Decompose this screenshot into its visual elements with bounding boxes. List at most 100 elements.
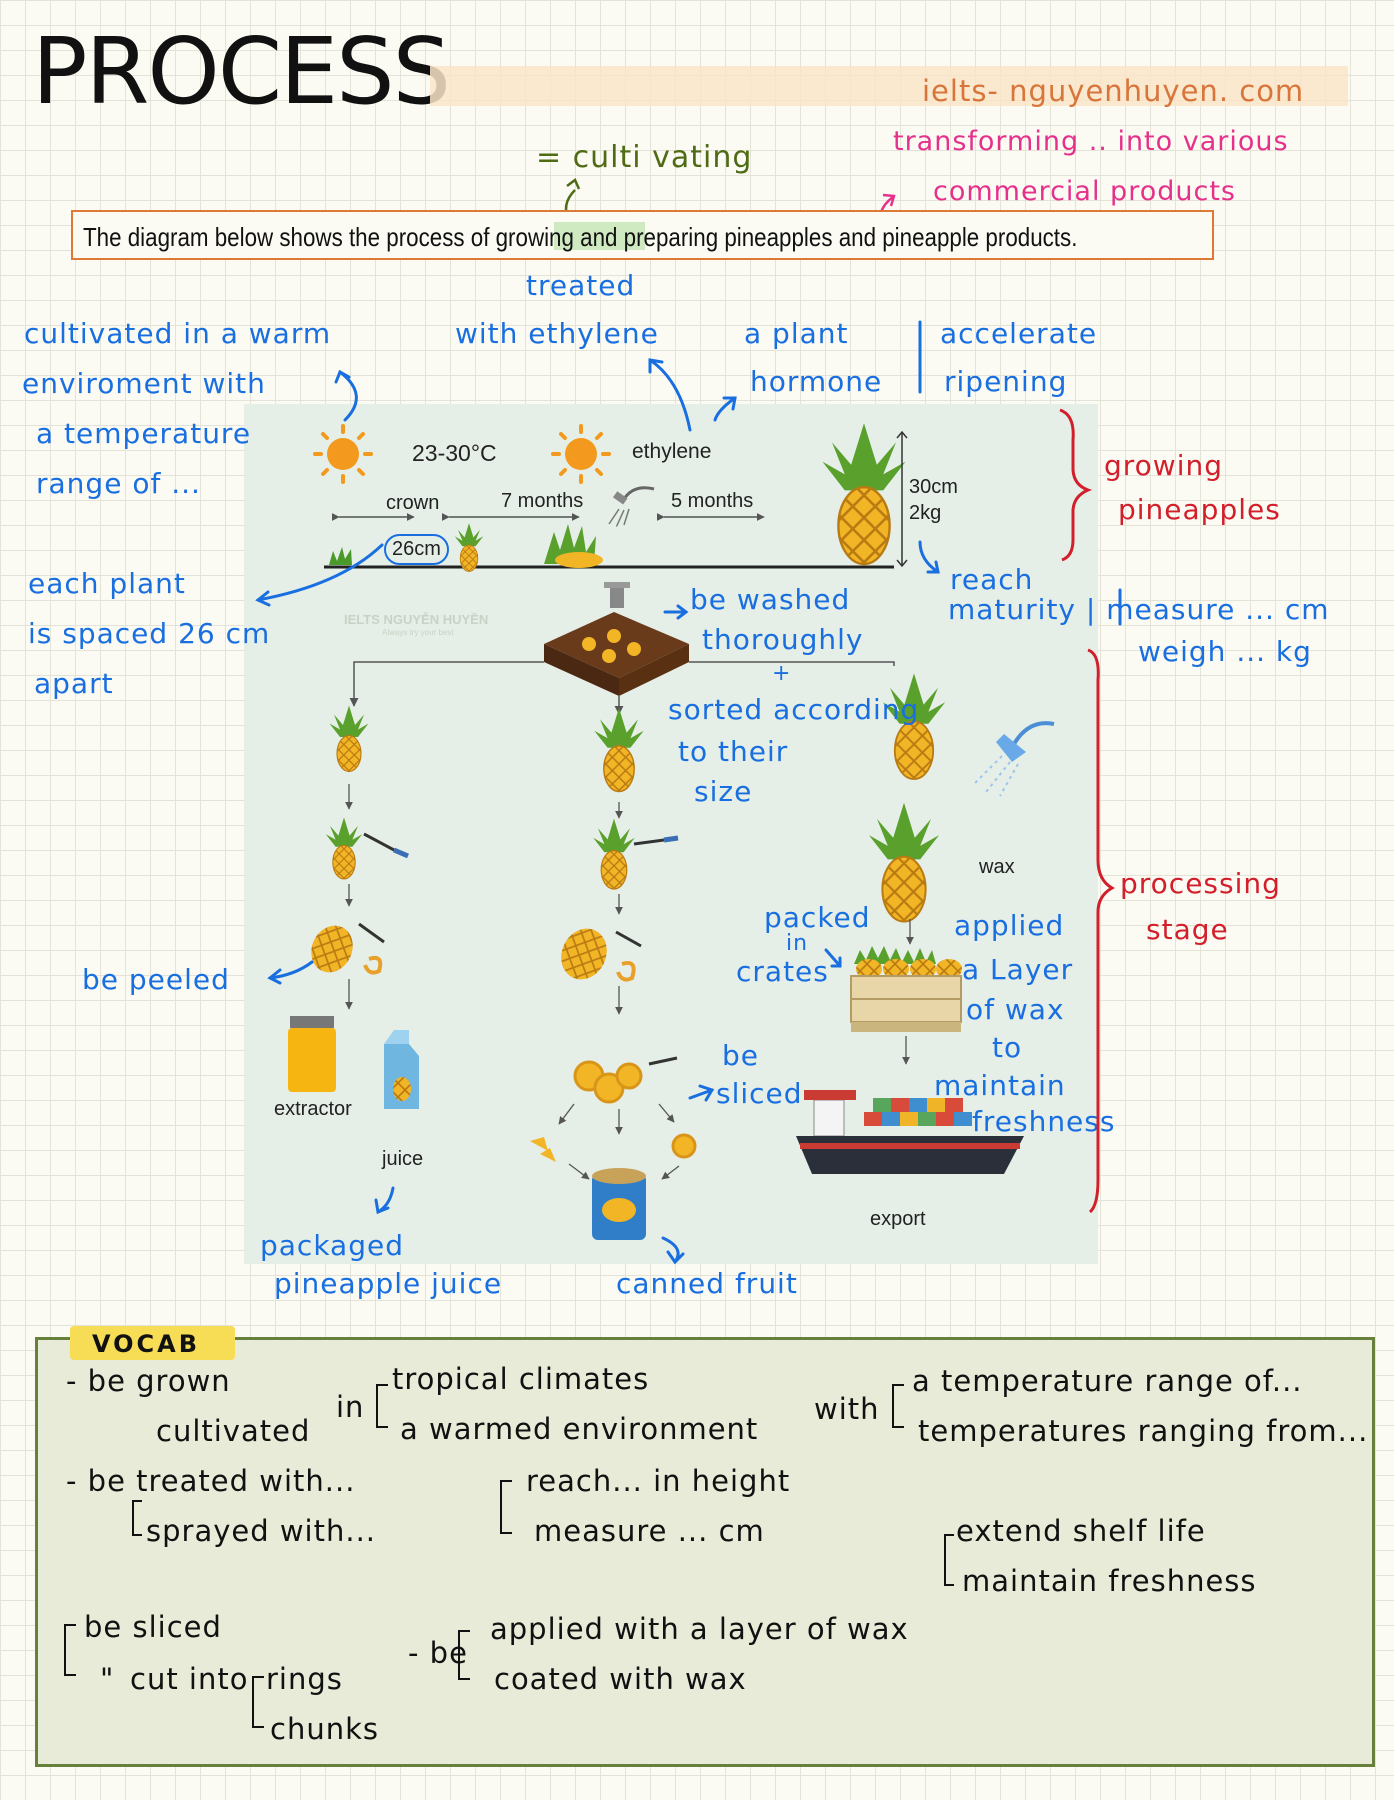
cultivating-note: = culti vating [536, 140, 753, 175]
process-diagram: IELTS NGUYỄN HUYỀN Always try your best … [244, 404, 1098, 1264]
note-juice-1: packaged [260, 1229, 404, 1262]
note-hormone-1: a plant [744, 317, 849, 350]
vocab-cut-into: cut into [130, 1662, 249, 1696]
ethylene-label: ethylene [632, 440, 712, 463]
vocab-bracket-1 [376, 1384, 388, 1428]
note-wax-3: of wax [966, 993, 1065, 1026]
vocab-bracket-6 [64, 1624, 76, 1676]
note-treated-l1: treated [526, 269, 636, 302]
note-cultivated-3: a temperature [36, 417, 252, 450]
annotation-arrows [255, 320, 1122, 1265]
page-title: PROCESS [32, 18, 451, 125]
note-cultivated-1: cultivated in a warm [24, 317, 332, 350]
note-cultivated-2: enviroment with [22, 367, 266, 400]
note-washed-2: thoroughly [702, 623, 864, 656]
vocab-measure: measure ... cm [534, 1514, 765, 1548]
months-7-label: 7 months [501, 490, 584, 512]
note-maturity-2: maturity | measure ... cm [948, 593, 1330, 626]
weight-label: 2kg [909, 502, 942, 524]
note-wax-2: a Layer [962, 953, 1074, 986]
vocab-coated: coated with wax [494, 1662, 747, 1696]
note-growing-2: pineapples [1118, 493, 1281, 526]
vocab-cultivated: cultivated [156, 1414, 311, 1448]
vocab-with: with [814, 1392, 880, 1426]
juice-jar-icon [288, 1016, 336, 1092]
crate-icon [850, 946, 962, 1032]
cargo-ship-icon [796, 1090, 1024, 1174]
vocab-temps-ranging: temperatures ranging from... [918, 1414, 1369, 1448]
note-spaced-1: each plant [28, 567, 186, 600]
note-maturity-3: weigh ... kg [1138, 635, 1312, 668]
sorting-bin-icon [544, 612, 689, 696]
note-canned: canned fruit [616, 1267, 798, 1300]
note-packed-2: in [786, 931, 809, 956]
vocab-grown: - be grown [66, 1364, 231, 1398]
note-treated-l2: with ethylene [455, 317, 659, 350]
vocab-treated: - be treated with... [66, 1464, 356, 1498]
transform-note: transforming .. into various [893, 126, 1289, 157]
vocab-bracket-2 [892, 1384, 904, 1428]
note-juice-2: pineapple juice [274, 1267, 503, 1300]
vocab-tag [70, 1326, 235, 1360]
note-plus: + [772, 661, 792, 686]
note-processing-2: stage [1146, 913, 1229, 946]
crown-label: crown [386, 492, 440, 514]
note-accelerate-2: ripening [944, 365, 1068, 398]
vocab-rings: rings [266, 1662, 343, 1696]
note-hormone-2: hormone [750, 365, 883, 398]
note-wax-1: applied [954, 909, 1065, 942]
vocab-tropical: tropical climates [392, 1362, 650, 1396]
height-label: 30cm [909, 476, 958, 498]
vocab-chunks: chunks [270, 1712, 379, 1746]
note-treated-2: with ethylene [455, 314, 659, 355]
vocab-title: VOCAB [92, 1330, 201, 1358]
note-processing-1: processing [1120, 867, 1281, 900]
vocab-shelf: extend shelf life [956, 1514, 1206, 1548]
vocab-freshness: maintain freshness [962, 1564, 1257, 1598]
wax-shower-icon [973, 721, 1055, 797]
vocab-sliced: be sliced [84, 1610, 222, 1644]
note-sorted-1: sorted according [668, 693, 920, 726]
growing-highlight [554, 222, 645, 250]
vocab-bracket-5 [944, 1534, 954, 1586]
extractor-label: extractor [274, 1098, 352, 1120]
vocab-warmed: a warmed environment [400, 1412, 759, 1446]
tap-icon [604, 582, 630, 608]
note-sliced-1: be [722, 1039, 759, 1072]
note-spaced-2: is spaced 26 cm [28, 617, 271, 650]
juice-carton-icon [384, 1030, 419, 1109]
vocab-temp-range: a temperature range of... [912, 1364, 1303, 1398]
vocab-applied-wax: applied with a layer of wax [490, 1612, 909, 1646]
can-icon [592, 1168, 646, 1240]
note-accelerate-1: accelerate [940, 317, 1098, 350]
note-wax-5: maintain [934, 1069, 1066, 1102]
note-peeled: be peeled [82, 963, 230, 996]
note-maturity-1: reach [950, 563, 1034, 596]
note-sliced-2: sliced [716, 1077, 803, 1110]
export-label: export [870, 1208, 926, 1230]
task-prompt-box: The diagram below shows the process of g… [71, 210, 1214, 260]
site-highlight [430, 66, 1348, 106]
vocab-bracket-4 [500, 1480, 512, 1534]
ethylene-sprayer-icon [608, 486, 655, 527]
months-5-label: 5 months [671, 490, 754, 512]
vocab-be: - be [408, 1636, 468, 1670]
vocab-reach: reach... in height [526, 1464, 791, 1498]
note-wax-6: freshness [972, 1105, 1116, 1138]
vocab-ditto: " [100, 1662, 115, 1696]
watermark-sub: Always try your best [382, 628, 454, 637]
pineapple-rings-icon [573, 1060, 643, 1104]
diagram-graphics [288, 422, 1055, 1240]
vocab-bracket-3 [132, 1500, 142, 1536]
note-sorted-3: size [694, 775, 753, 808]
juice-label: juice [382, 1148, 424, 1170]
site-url: ielts- nguyenhuyen. com [922, 74, 1305, 108]
note-spaced-3: apart [34, 667, 114, 700]
vocab-box [35, 1337, 1375, 1767]
watermark: IELTS NGUYỄN HUYỀN [344, 612, 489, 627]
vocab-sprayed: sprayed with... [146, 1514, 377, 1548]
vocab-bracket-7 [252, 1676, 264, 1728]
commercial-note: commercial products [933, 176, 1236, 207]
temperature-label: 23-30°C [412, 440, 497, 466]
note-washed-1: be washed [690, 583, 851, 616]
